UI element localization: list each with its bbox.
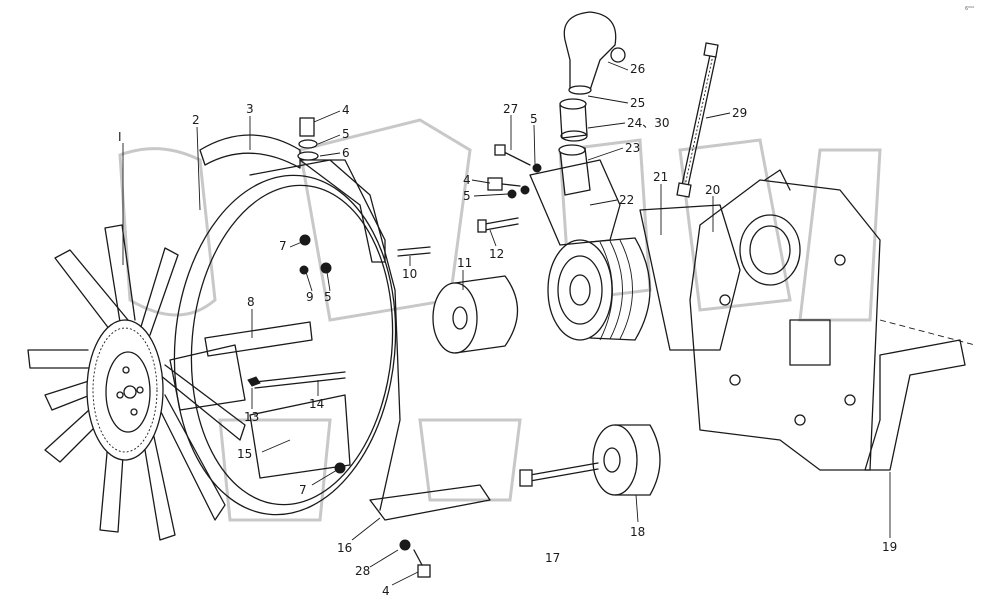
callout-12: 12: [489, 247, 504, 261]
callout-5: 5: [324, 290, 332, 304]
callout-4: 4: [382, 584, 390, 598]
fan-blade-assembly: [27, 224, 246, 541]
callout-14: 14: [309, 397, 324, 411]
callout-5: 5: [463, 189, 471, 203]
callout-16: 16: [337, 541, 352, 555]
fasteners-bottom: [399, 539, 431, 578]
spacer-11: [432, 275, 518, 354]
callout-4: 4: [342, 103, 350, 117]
callout-6: 6: [342, 146, 350, 160]
callout-I: I: [118, 130, 122, 144]
callout-24-30: 24、30: [627, 116, 670, 130]
callout-15: 15: [237, 447, 252, 461]
fasteners-top: [297, 117, 346, 474]
callout-10: 10: [402, 267, 417, 281]
callout-2: 2: [192, 113, 200, 127]
idler-pulley: [519, 424, 661, 496]
fan-shroud: [173, 134, 401, 516]
hose-29: [676, 42, 719, 198]
bolt-10: [397, 246, 431, 257]
bolt-12: [477, 217, 519, 233]
callout-11: 11: [457, 256, 472, 270]
thermostat-housing: [558, 11, 626, 196]
callout-7: 7: [279, 239, 287, 253]
callout-18: 18: [630, 525, 645, 539]
callout-3: 3: [246, 102, 254, 116]
callout-labels: I 2 3 4 5 6 7 9 5 10 8 13 14 15 7 16 28 …: [118, 6, 974, 598]
callout-26: 26: [630, 62, 645, 76]
callout-21: 21: [653, 170, 668, 184]
front-cover: [689, 169, 881, 471]
callout-5: 5: [342, 127, 350, 141]
callout-27: 27: [503, 102, 518, 116]
fasteners-pump: [487, 144, 542, 199]
callout-5: 5: [530, 112, 538, 126]
callout-28: 28: [355, 564, 370, 578]
callout-22: 22: [619, 193, 634, 207]
leader-lines: [122, 61, 891, 586]
callout-19: 19: [882, 540, 897, 554]
callout-9: 9: [306, 290, 314, 304]
callout-13: 13: [244, 410, 259, 424]
callout-4: 4: [463, 173, 471, 187]
callout-25: 25: [630, 96, 645, 110]
callout-29: 29: [732, 106, 747, 120]
support-brackets: [169, 321, 491, 521]
callout-20: 20: [705, 183, 720, 197]
tie-rod: [247, 371, 346, 389]
callout-17: 17: [545, 551, 560, 565]
callout-23: 23: [625, 141, 640, 155]
callout-7: 7: [299, 483, 307, 497]
bracket-19: [864, 319, 976, 471]
water-pump: [529, 159, 741, 351]
callout-8: 8: [247, 295, 255, 309]
corner-mark: 6⁰⁰⁰: [965, 6, 974, 12]
